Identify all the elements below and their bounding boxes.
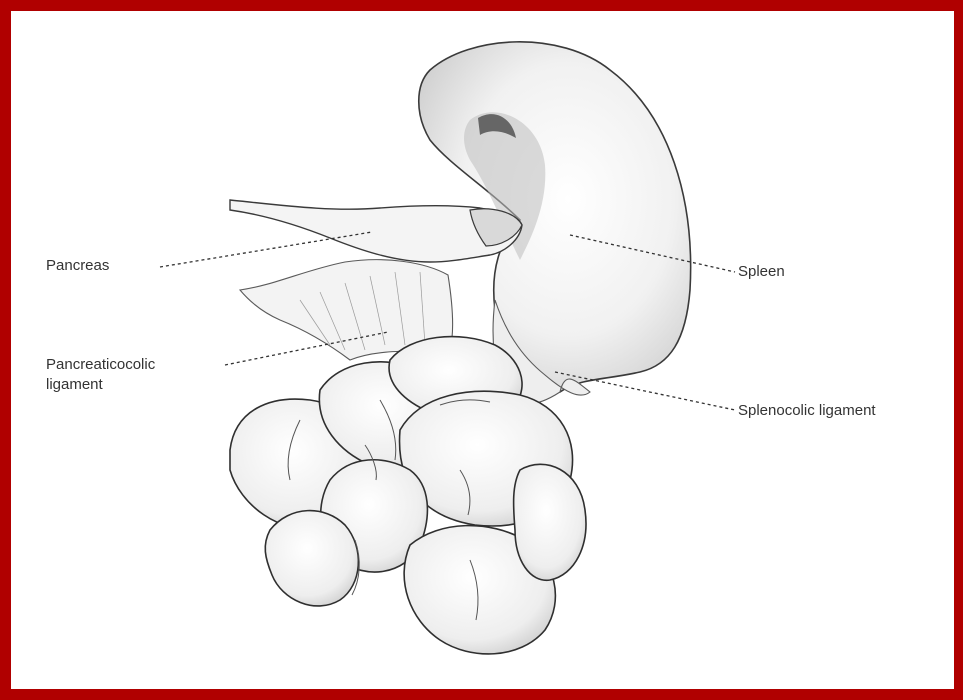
leader-pancreas (160, 232, 372, 267)
label-pancreaticocolic-ligament: Pancreaticocolic ligament (46, 355, 226, 395)
label-spleen: Spleen (738, 262, 785, 282)
label-splenocolic-ligament: Splenocolic ligament (738, 401, 876, 421)
label-pancreas: Pancreas (46, 256, 109, 276)
label-pancreaticocolic-line2: ligament (46, 376, 103, 393)
label-pancreaticocolic-line1: Pancreaticocolic (46, 356, 155, 373)
